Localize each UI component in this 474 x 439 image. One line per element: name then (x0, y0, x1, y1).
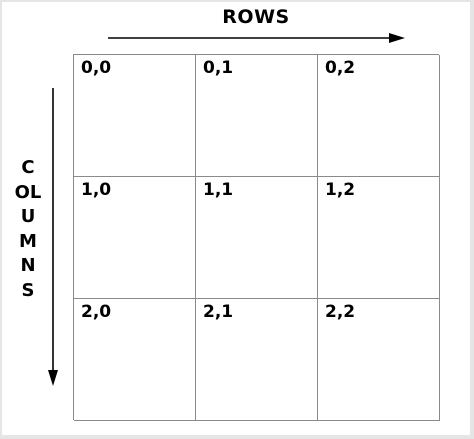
rows-arrow-icon (108, 33, 405, 43)
grid-cell-1-1: 1,1 (196, 177, 318, 299)
cell-label: 0,2 (325, 58, 356, 78)
grid-cell-0-0: 0,0 (74, 55, 196, 177)
grid-cell-1-2: 1,2 (318, 177, 440, 299)
cell-label: 0,1 (203, 58, 234, 78)
grid-cell-1-0: 1,0 (74, 177, 196, 299)
cell-label: 2,0 (81, 302, 112, 322)
cell-label: 1,0 (81, 180, 112, 200)
columns-label: COLUMNS (14, 157, 42, 301)
grid-cell-0-2: 0,2 (318, 55, 440, 177)
rows-label: ROWS (222, 6, 290, 28)
columns-arrow-icon (48, 88, 58, 386)
grid-cell-2-0: 2,0 (74, 299, 196, 421)
grid-cell-2-1: 2,1 (196, 299, 318, 421)
grid-cell-2-2: 2,2 (318, 299, 440, 421)
cell-label: 1,1 (203, 180, 234, 200)
cell-label: 1,2 (325, 180, 356, 200)
grid: 0,0 0,1 0,2 1,0 1,1 1,2 2,0 2,1 2,2 (73, 54, 440, 421)
cell-label: 2,2 (325, 302, 356, 322)
cell-label: 0,0 (81, 58, 112, 78)
cell-label: 2,1 (203, 302, 234, 322)
grid-cell-0-1: 0,1 (196, 55, 318, 177)
